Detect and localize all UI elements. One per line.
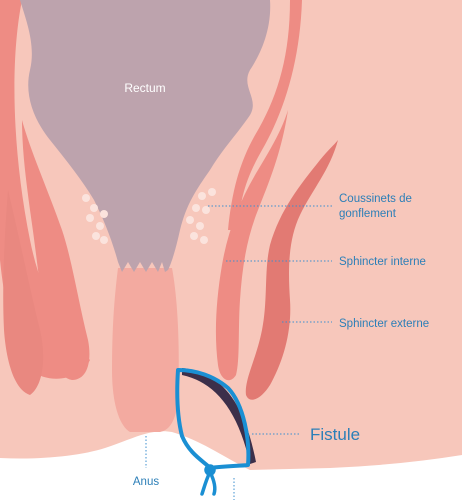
anal-canal [112, 268, 179, 432]
label-cushions-line2: gonflement [339, 208, 397, 220]
label-internal-sphincter: Sphincter interne [339, 256, 426, 268]
label-rectum: Rectum [124, 81, 165, 95]
label-cushions-line1: Coussinets de [339, 193, 412, 205]
label-anus: Anus [133, 476, 159, 488]
label-fistula: Fistule [310, 425, 360, 444]
label-external-sphincter: Sphincter externe [339, 318, 429, 330]
fistula-knot [202, 466, 215, 494]
